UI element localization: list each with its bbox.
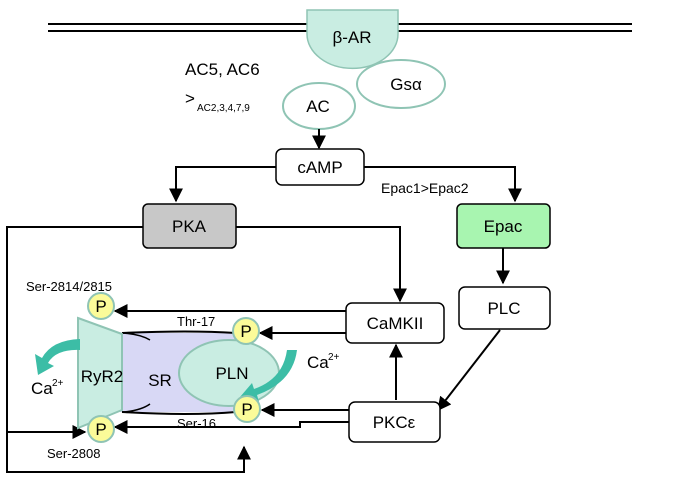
calcium-label-right: Ca 2+ [307, 352, 340, 372]
ac-label: AC [306, 97, 330, 116]
pka-node: PKA [142, 203, 237, 249]
ac-isoforms-prefix: > [185, 89, 195, 108]
pka-to-ser2808-line [6, 226, 143, 439]
sr-label: SR [148, 371, 172, 390]
camkii-node: CaMKII [345, 302, 445, 344]
calcium-uptake-arrow [240, 350, 297, 402]
phospho-ser-16: P [233, 395, 261, 423]
beta-ar-label: β-AR [332, 28, 371, 47]
phospho-thr-17: P [232, 317, 260, 345]
site-label-ser-2808: Ser-2808 [47, 446, 100, 461]
svg-text:Ca: Ca [307, 353, 329, 372]
ryr2-channel: RyR2 [77, 316, 124, 430]
site-label-ser-16: Ser-16 [177, 416, 216, 431]
site-label-ser-2814: Ser-2814/2815 [26, 279, 112, 294]
epac-node: Epac [456, 203, 551, 249]
ac-isoforms-sub: AC2,3,4,7,9 [197, 103, 250, 114]
camkii-label: CaMKII [367, 314, 424, 333]
svg-text:2+: 2+ [52, 378, 64, 389]
phospho-ser-2814: P [87, 292, 115, 320]
phospho-ser-2808: P [87, 415, 115, 443]
pln-label: PLN [215, 364, 248, 383]
pln-node: PLN [178, 339, 280, 407]
calcium-release-arrow [35, 339, 80, 375]
arrow-pkc-to-ser2808 [113, 420, 349, 434]
camp-label: cAMP [297, 158, 342, 177]
pka-label: PKA [172, 217, 207, 236]
svg-text:P: P [241, 400, 252, 419]
svg-text:Ca: Ca [31, 379, 53, 398]
ryr2-label: RyR2 [81, 367, 124, 386]
arrow-plc-to-pkc [437, 329, 501, 412]
pkc-epsilon-label: PKCε [373, 413, 416, 432]
calcium-label-left: Ca 2+ [31, 378, 64, 398]
beta-ar-receptor: β-AR [306, 9, 399, 70]
arrow-camp-to-pka [169, 166, 276, 203]
gs-alpha-label: Gsα [390, 75, 422, 94]
gs-alpha-node: Gsα [356, 59, 446, 109]
camp-node: cAMP [275, 148, 365, 186]
epac-label: Epac [484, 217, 523, 236]
svg-text:P: P [95, 420, 106, 439]
ac-isoforms-main: AC5, AC6 [185, 60, 260, 79]
pkc-epsilon-node: PKCε [348, 401, 441, 443]
svg-text:P: P [95, 297, 106, 316]
arrow-pka-to-camkii [236, 226, 407, 303]
ac-node: AC [282, 82, 356, 130]
plc-node: PLC [458, 286, 551, 330]
arrow-camp-to-epac [364, 166, 522, 203]
epac-isoforms-label: Epac1>Epac2 [381, 180, 469, 196]
pka-to-ser16-line [6, 432, 251, 473]
svg-text:2+: 2+ [328, 352, 340, 363]
plc-label: PLC [487, 299, 520, 318]
site-label-thr-17: Thr-17 [177, 314, 215, 329]
svg-text:P: P [240, 322, 251, 341]
